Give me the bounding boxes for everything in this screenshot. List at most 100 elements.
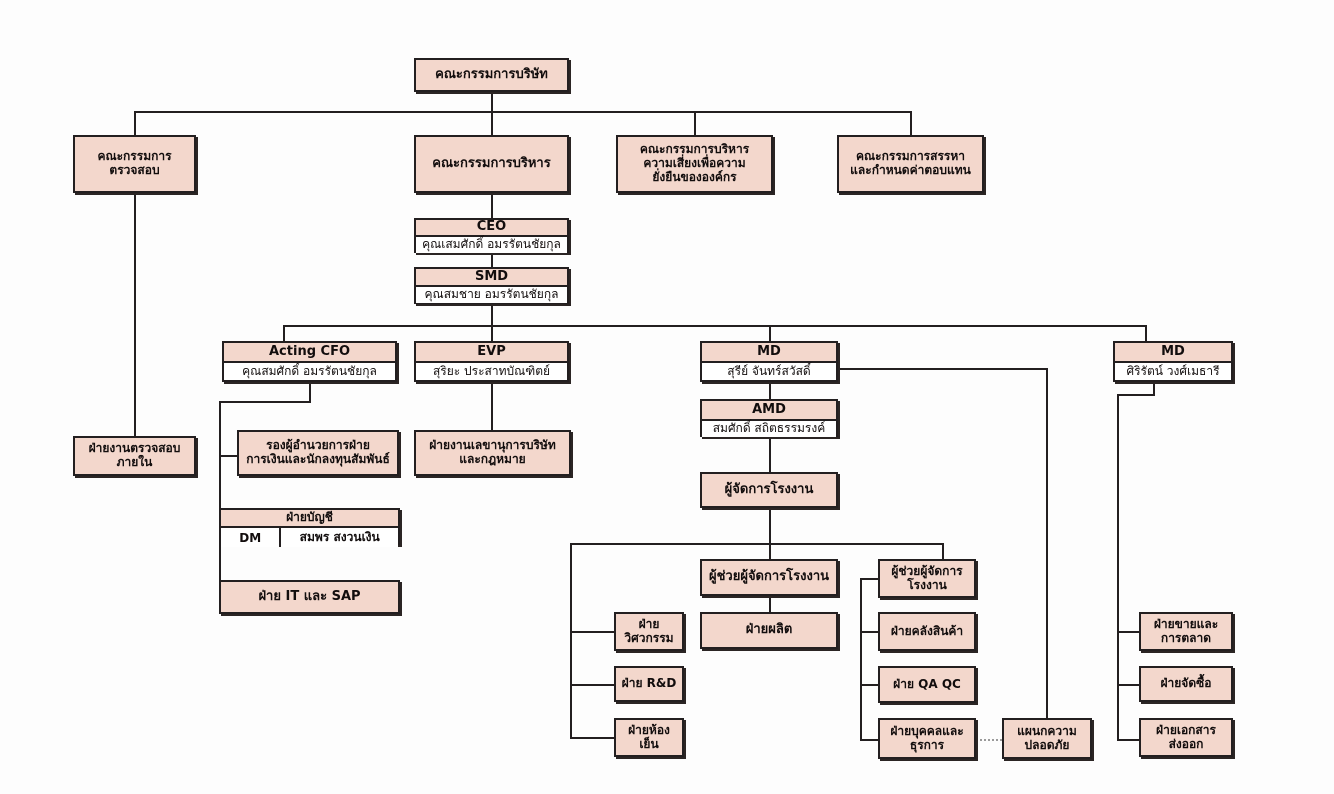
- connector-md2-to-spine: [1117, 394, 1155, 396]
- node-safety-line2: ปลอดภัย: [1024, 737, 1070, 752]
- node-plant-manager[interactable]: ผู้จัดการโรงงาน: [700, 472, 838, 508]
- node-audit-committee-line1: คณะกรรมการ: [97, 149, 172, 164]
- node-cold-room-line1: ฝ่ายห้อง: [628, 722, 670, 737]
- node-smd-title: SMD: [416, 269, 567, 287]
- connector-drop-md1: [769, 325, 771, 341]
- node-asst-plant-manager-2-line2: โรงงาน: [907, 577, 947, 592]
- node-company-secretary[interactable]: ฝ่ายงานเลขานุการบริษัท และกฎหมาย: [414, 430, 571, 476]
- node-hr-admin[interactable]: ฝ่ายบุคคลและ ธุรการ: [878, 718, 976, 759]
- connector-smd-down: [491, 304, 493, 325]
- node-board[interactable]: คณะกรรมการบริษัท: [414, 58, 569, 92]
- node-nomination-committee-line1: คณะกรรมการสรรหา: [856, 149, 965, 164]
- node-md-1-name: สุรีย์ จันทร์สวัสดิ์: [702, 363, 836, 380]
- connector-spine-sales: [1117, 631, 1139, 633]
- connector-drop-exec: [491, 111, 493, 135]
- node-audit-committee-line2: ตรวจสอบ: [109, 163, 160, 177]
- connector-bus-level3: [283, 325, 1145, 327]
- node-qa-qc[interactable]: ฝ่าย QA QC: [878, 666, 976, 703]
- node-deputy-finance-line1: รองผู้อำนวยการฝ่าย: [266, 438, 370, 453]
- connector-cfo-down: [309, 382, 311, 401]
- connector-spine-export: [1117, 739, 1139, 741]
- node-acting-cfo-name: คุณสมศักดิ์ อมรรัตนชัยกุล: [224, 363, 395, 380]
- node-evp-title: EVP: [416, 343, 567, 363]
- connector-cfo-spine: [219, 401, 221, 597]
- node-nomination-committee[interactable]: คณะกรรมการสรรหา และกำหนดค่าตอบแทน: [837, 135, 984, 193]
- connector-drop-asst-plant-1: [769, 543, 771, 559]
- node-production[interactable]: ฝ่ายผลิต: [700, 612, 838, 649]
- node-smd-name: คุณสมชาย อมรรัตนชัยกุล: [416, 287, 567, 303]
- node-engineering-line1: ฝ่าย: [638, 616, 660, 631]
- node-cold-room[interactable]: ฝ่ายห้อง เย็น: [614, 718, 684, 757]
- connector-ceo-to-smd: [491, 253, 493, 267]
- connector-spine-purchasing: [1117, 684, 1139, 686]
- node-asst-plant-manager-1-label: ผู้ช่วยผู้จัดการโรงงาน: [708, 569, 830, 585]
- node-company-secretary-line1: ฝ่ายงานเลขานุการบริษัท: [429, 438, 556, 453]
- connector-spine-engineering: [570, 631, 614, 633]
- connector-bus-plant: [570, 543, 942, 545]
- connector-safety-spine: [1046, 368, 1048, 718]
- connector-board-down: [491, 92, 493, 111]
- node-rnd[interactable]: ฝ่าย R&D: [614, 666, 684, 702]
- node-deputy-finance-line2: การเงินและนักลงทุนสัมพันธ์: [246, 452, 390, 466]
- connector-amd-to-plant-manager: [769, 437, 771, 472]
- node-sales-marketing-line2: การตลาด: [1160, 630, 1212, 645]
- node-internal-audit[interactable]: ฝ่ายงานตรวจสอบ ภายใน: [73, 436, 196, 476]
- node-risk-committee-line2: ความเสี่ยงเพื่อความ: [643, 156, 746, 171]
- connector-dotted-hr-safety: [976, 739, 1002, 741]
- node-audit-committee[interactable]: คณะกรรมการ ตรวจสอบ: [73, 135, 196, 193]
- node-export-docs-line2: ส่งออก: [1168, 736, 1204, 751]
- node-md-2[interactable]: MD ศิริรัตน์ วงศ์เมธารี: [1113, 341, 1233, 382]
- node-purchasing[interactable]: ฝ่ายจัดซื้อ: [1139, 666, 1233, 702]
- node-accounting[interactable]: ฝ่ายบัญชี DM สมพร สงวนเงิน: [219, 508, 400, 547]
- node-accounting-name: สมพร สงวนเงิน: [299, 530, 380, 544]
- connector-exec-to-ceo: [491, 193, 493, 218]
- node-ceo[interactable]: CEO คุณเสมศักดิ์ อมรรัตนชัยกุล: [414, 218, 569, 253]
- node-warehouse[interactable]: ฝ่ายคลังสินค้า: [878, 612, 976, 651]
- connector-spine-hr-admin: [860, 739, 878, 741]
- connector-spine-deputy-finance: [219, 455, 237, 457]
- node-company-secretary-line2: และกฎหมาย: [459, 452, 526, 466]
- node-smd[interactable]: SMD คุณสมชาย อมรรัตนชัยกุล: [414, 267, 569, 304]
- connector-drop-audit: [134, 111, 136, 135]
- node-production-label: ฝ่ายผลิต: [745, 622, 793, 638]
- node-evp[interactable]: EVP สุริยะ ประสาทบัณฑิตย์: [414, 341, 569, 382]
- node-hr-admin-line1: ฝ่ายบุคคลและ: [890, 723, 964, 738]
- node-deputy-finance[interactable]: รองผู้อำนวยการฝ่าย การเงินและนักลงทุนสัม…: [237, 430, 399, 476]
- node-internal-audit-line2: ภายใน: [116, 455, 153, 469]
- connector-cfo-to-spine: [219, 401, 311, 403]
- node-amd[interactable]: AMD สมศักดิ์ สถิตธรรมรงค์: [700, 399, 838, 437]
- node-warehouse-label: ฝ่ายคลังสินค้า: [890, 623, 964, 638]
- node-engineering-line2: วิศวกรรม: [624, 630, 674, 645]
- node-engineering[interactable]: ฝ่าย วิศวกรรม: [614, 612, 684, 651]
- node-risk-committee[interactable]: คณะกรรมการบริหาร ความเสี่ยงเพื่อความ ยั่…: [616, 135, 773, 193]
- node-safety[interactable]: แผนกความ ปลอดภัย: [1002, 718, 1092, 759]
- connector-left-spine: [570, 543, 572, 739]
- connector-plant-manager-down: [769, 508, 771, 543]
- node-asst-plant-manager-1[interactable]: ผู้ช่วยผู้จัดการโรงงาน: [700, 559, 838, 596]
- node-md-1-title: MD: [702, 343, 836, 363]
- node-acting-cfo[interactable]: Acting CFO คุณสมศักดิ์ อมรรัตนชัยกุล: [222, 341, 397, 382]
- connector-md2-spine: [1117, 394, 1119, 739]
- node-export-docs[interactable]: ฝ่ายเอกสาร ส่งออก: [1139, 718, 1233, 757]
- connector-spine-asst2: [860, 578, 878, 580]
- node-asst-plant-manager-2[interactable]: ผู้ช่วยผู้จัดการ โรงงาน: [878, 559, 976, 598]
- node-nomination-committee-line2: และกำหนดค่าตอบแทน: [850, 163, 971, 177]
- connector-asst1-to-production: [769, 596, 771, 612]
- node-sales-marketing-line1: ฝ่ายขายและ: [1153, 616, 1219, 631]
- connector-spine-warehouse: [860, 631, 878, 633]
- connector-drop-risk: [694, 111, 696, 135]
- connector-spine-cold-room: [570, 737, 614, 739]
- node-cold-room-line2: เย็น: [639, 736, 659, 751]
- connector-md1-to-amd: [769, 382, 771, 399]
- node-exec-committee[interactable]: คณะกรรมการบริหาร: [414, 135, 569, 193]
- node-it-sap[interactable]: ฝ่าย IT และ SAP: [219, 580, 400, 614]
- node-export-docs-line1: ฝ่ายเอกสาร: [1156, 722, 1216, 737]
- node-sales-marketing[interactable]: ฝ่ายขายและ การตลาด: [1139, 612, 1233, 651]
- node-plant-manager-label: ผู้จัดการโรงงาน: [724, 481, 814, 497]
- connector-spine-rnd: [570, 684, 614, 686]
- node-md-1[interactable]: MD สุรีย์ จันทร์สวัสดิ์: [700, 341, 838, 382]
- node-qa-qc-label: ฝ่าย QA QC: [893, 676, 961, 691]
- node-board-label: คณะกรรมการบริษัท: [435, 66, 548, 82]
- connector-evp-to-secretary: [491, 382, 493, 430]
